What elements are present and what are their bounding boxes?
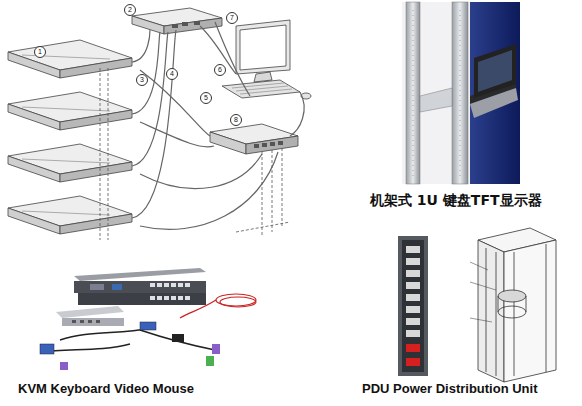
callout-number: 6 <box>214 64 226 76</box>
kvm-products-photo <box>40 268 256 370</box>
rack-cabinet <box>470 228 556 382</box>
callout-number: 1 <box>34 46 46 58</box>
caption: 机架式 1U 键盘TFT显示器 <box>370 192 542 210</box>
callout-number: 2 <box>124 4 136 16</box>
rack-console-photo <box>402 2 520 184</box>
callout-number: 4 <box>166 68 178 80</box>
callout-number: 3 <box>136 74 148 86</box>
pdu-photo <box>398 236 428 376</box>
callout-number: 5 <box>200 92 212 104</box>
callout-number: 8 <box>230 114 242 126</box>
caption: PDU Power Distribution Unit <box>362 381 538 396</box>
servers <box>8 40 132 234</box>
kvm-switch-top <box>132 8 222 34</box>
console <box>222 20 311 99</box>
callout-number: 7 <box>226 12 238 24</box>
cables <box>132 22 304 229</box>
dashed-cables <box>100 68 290 240</box>
caption: KVM Keyboard Video Mouse <box>18 381 194 396</box>
kvm-switch-bottom <box>210 124 298 154</box>
